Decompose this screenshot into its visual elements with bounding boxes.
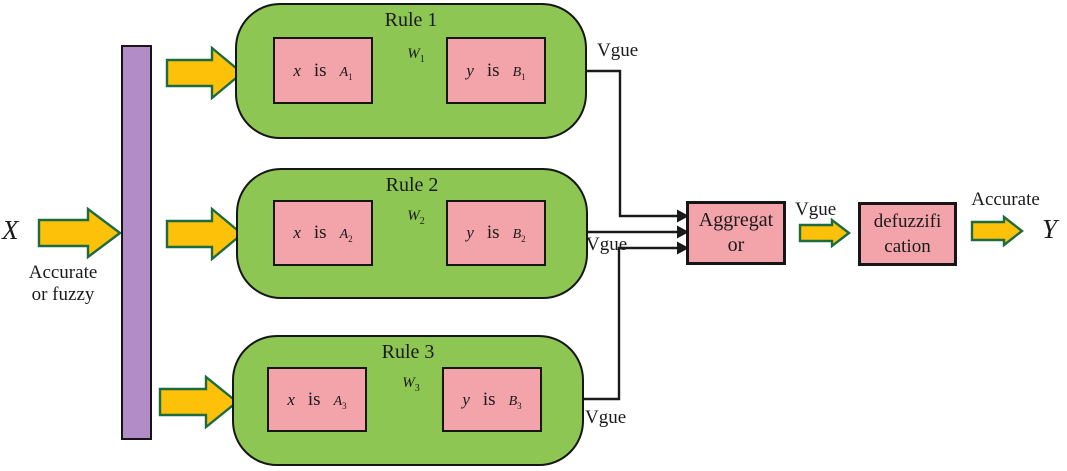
defuzzifier-output-arrow bbox=[970, 214, 1024, 248]
rule-3-output-connector bbox=[583, 246, 678, 401]
rule-1-weight-arrowhead bbox=[435, 65, 448, 77]
rule-1-output-connector bbox=[586, 69, 678, 218]
aggregator-output-arrow bbox=[798, 217, 851, 249]
input-arrow bbox=[37, 206, 122, 260]
rule-3-weight-arrowhead bbox=[429, 394, 442, 406]
rule-1-connector-arrowhead bbox=[677, 209, 689, 223]
fuzzifier-to-rule-3-arrow bbox=[158, 374, 239, 430]
rule-3-connector-arrowhead bbox=[677, 241, 689, 255]
fuzzifier-to-rule-1-arrow bbox=[165, 45, 244, 101]
fuzzifier-to-rule-2-arrow bbox=[165, 206, 244, 262]
rule-2-connector-arrowhead bbox=[677, 225, 689, 239]
rule-2-weight-arrowhead bbox=[435, 227, 448, 239]
